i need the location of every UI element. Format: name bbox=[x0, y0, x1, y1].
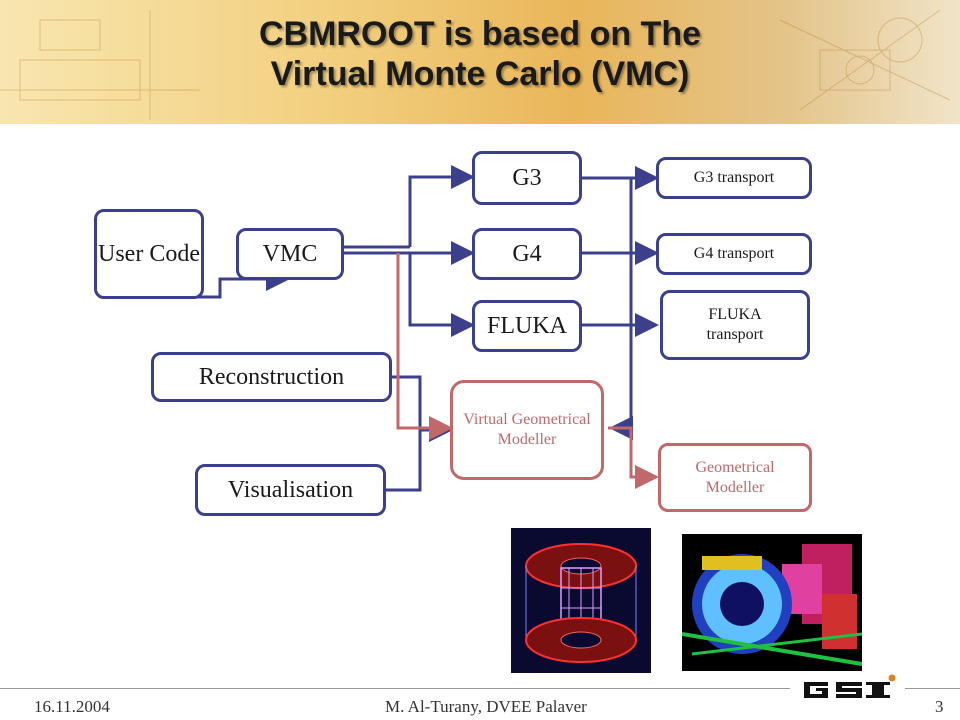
line-reconstruction-vgm bbox=[392, 375, 453, 442]
footer-divider-right bbox=[905, 688, 960, 689]
fluka-transport-label: FLUKA transport bbox=[706, 306, 764, 343]
visualisation-label: Visualisation bbox=[227, 476, 354, 503]
g4-label: G4 bbox=[512, 240, 542, 267]
line-vmc-vgm bbox=[396, 253, 453, 440]
virtual-geometrical-modeller-box: Virtual Geometrical Modeller bbox=[450, 380, 604, 480]
g4-box: G4 bbox=[472, 228, 582, 280]
header-decoration bbox=[0, 9, 951, 120]
vmc-box: VMC bbox=[236, 228, 344, 280]
footer-page-number: 3 bbox=[935, 697, 944, 716]
geometrical-modeller-box: Geometrical Modeller bbox=[658, 443, 812, 512]
virtual-geometrical-modeller-label: Virtual Geometrical Modeller bbox=[463, 411, 591, 448]
footer-divider bbox=[0, 688, 790, 689]
g3-transport-label: G3 transport bbox=[693, 169, 775, 186]
title-line-2: Virtual Monte Carlo (VMC) bbox=[270, 55, 690, 93]
reconstruction-box: Reconstruction bbox=[151, 352, 392, 402]
line-vmc-fluka bbox=[408, 253, 475, 337]
vmc-label: VMC bbox=[262, 240, 318, 267]
header-banner: CBMROOT is based on The Virtual Monte Ca… bbox=[0, 0, 960, 124]
g3-box: G3 bbox=[472, 151, 582, 205]
user-code-label: User Code bbox=[98, 240, 200, 267]
footer-author: M. Al-Turany, DVEE Palaver bbox=[385, 697, 587, 716]
fluka-transport-box: FLUKA transport bbox=[660, 290, 810, 360]
detector-image-2 bbox=[682, 534, 862, 671]
line-transport-bus bbox=[609, 178, 633, 440]
footer-date: 16.11.2004 bbox=[34, 697, 110, 716]
gsi-logo bbox=[804, 674, 896, 698]
visualisation-box: Visualisation bbox=[195, 464, 386, 516]
geometrical-modeller-label: Geometrical Modeller bbox=[695, 458, 775, 496]
line-vmc-g3 bbox=[408, 165, 475, 247]
g3-label: G3 bbox=[512, 164, 542, 191]
line-vgm-geometrical-modeller bbox=[608, 426, 659, 489]
fluka-label: FLUKA bbox=[486, 312, 567, 339]
g4-transport-label: G4 transport bbox=[693, 245, 775, 262]
g4-transport-box: G4 transport bbox=[656, 233, 812, 275]
fluka-box: FLUKA bbox=[472, 300, 582, 352]
g3-transport-box: G3 transport bbox=[656, 157, 812, 199]
title-line-1: CBMROOT is based on The bbox=[258, 15, 702, 53]
user-code-box: User Code bbox=[94, 209, 204, 299]
detector-solid-picture bbox=[682, 544, 862, 666]
detector-image-1 bbox=[511, 528, 651, 673]
line-visualisation-vgm bbox=[386, 430, 422, 492]
slide-title: CBMROOT is based on The Virtual Monte Ca… bbox=[0, 14, 960, 94]
reconstruction-label: Reconstruction bbox=[198, 363, 345, 390]
detector-wireframe-picture bbox=[525, 543, 637, 663]
